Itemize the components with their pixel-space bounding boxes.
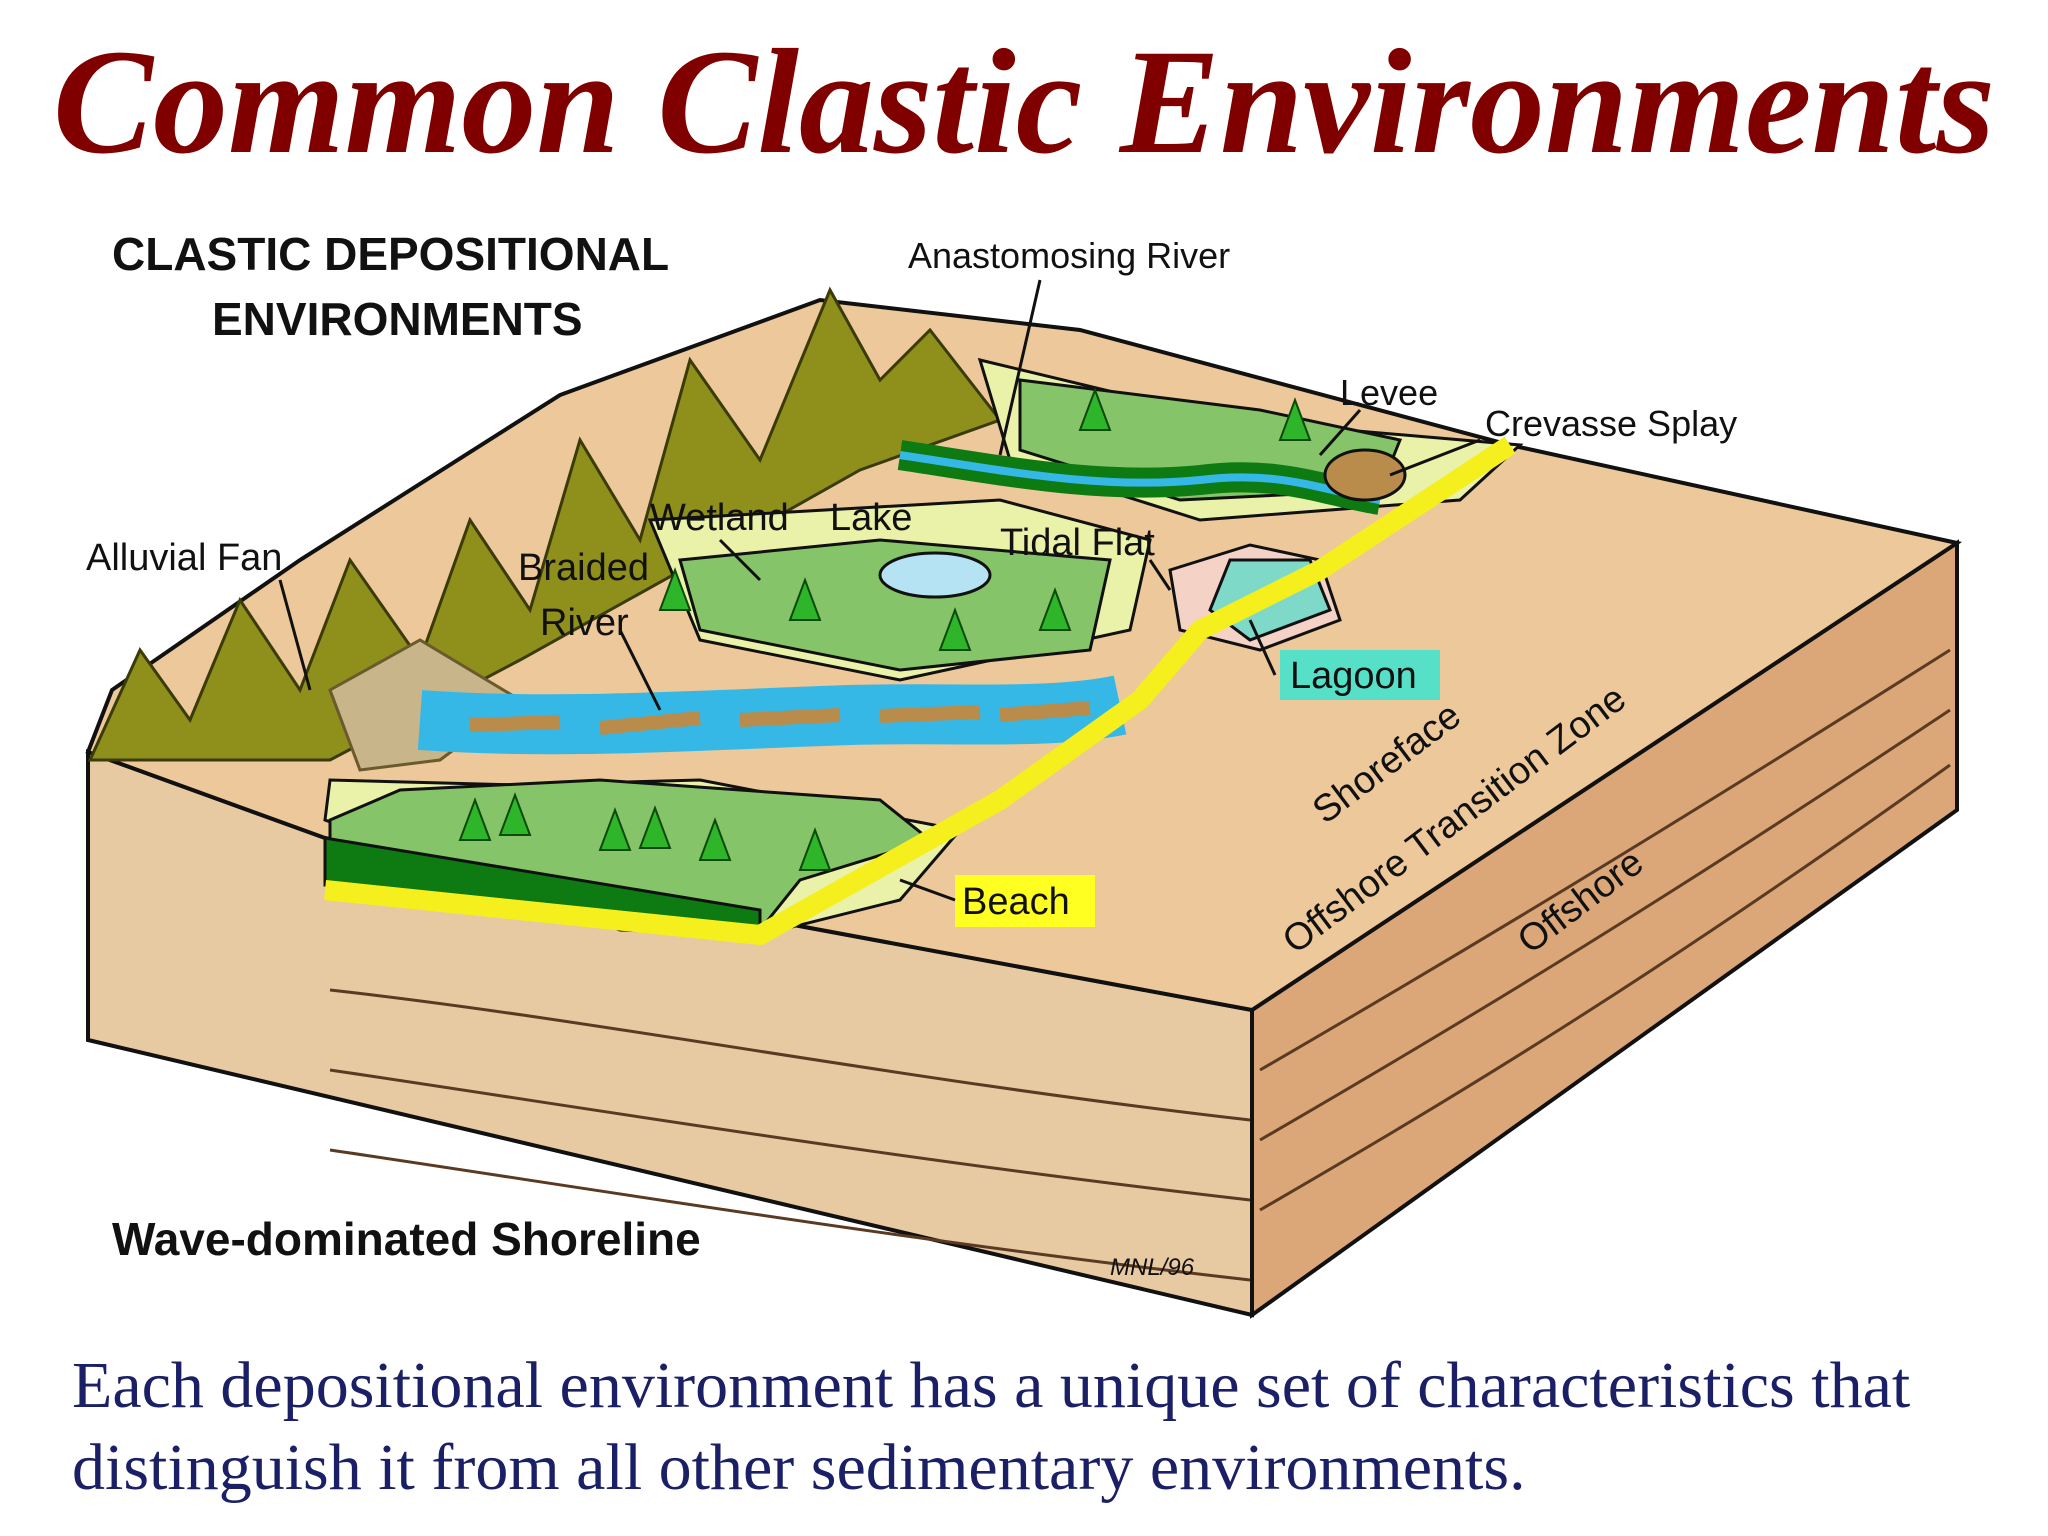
diagram-heading-line1: CLASTIC DEPOSITIONAL <box>112 228 669 280</box>
strata-lines <box>329 648 1951 1282</box>
label-crevasse-splay: Crevasse Splay <box>1485 403 1737 444</box>
tree-icons <box>458 387 1312 871</box>
label-beach: Beach <box>962 881 1070 923</box>
label-anastomosing-river: Anastomosing River <box>908 235 1230 276</box>
page-title: Common Clastic Environments <box>52 19 1996 185</box>
label-braided-line2: River <box>540 602 629 644</box>
diagram-heading-line2: ENVIRONMENTS <box>212 293 583 345</box>
anastomosing-water <box>899 451 1381 504</box>
label-levee: Levee <box>1340 372 1438 413</box>
crevasse-splay-deposit <box>1323 448 1407 502</box>
label-lake: Lake <box>830 497 912 539</box>
beach-label-box <box>955 875 1095 927</box>
beach-strip <box>323 436 1516 946</box>
label-tidal-flat: Tidal Flat <box>1000 522 1155 564</box>
signature: MNL/96 <box>1110 1254 1195 1281</box>
label-alluvial-fan: Alluvial Fan <box>86 537 282 579</box>
braided-bars <box>469 701 1091 735</box>
label-wetland: Wetland <box>650 497 789 539</box>
diagram-footer-label: Wave-dominated Shoreline <box>112 1213 701 1265</box>
label-lagoon: Lagoon <box>1290 655 1417 697</box>
lagoon-label-box <box>1280 650 1440 700</box>
leader-lines <box>278 279 1481 902</box>
label-braided-line1: Braided <box>518 547 649 589</box>
lake <box>878 551 992 599</box>
caption: Each depositional environment has a uniq… <box>72 1349 1911 1504</box>
mid-wetland <box>678 538 1112 672</box>
mountain-range <box>87 286 1003 762</box>
